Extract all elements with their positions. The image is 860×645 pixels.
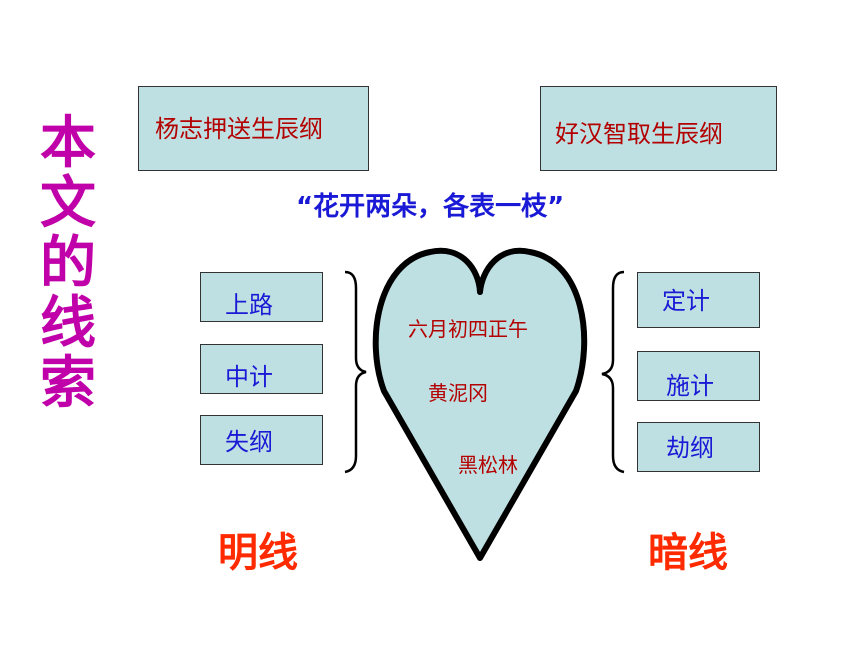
- heart-item: 黄泥冈: [428, 381, 488, 405]
- title-char: 文: [40, 171, 96, 236]
- heart-item: 六月初四正午: [408, 317, 528, 341]
- left-line-label: 明线: [218, 530, 298, 576]
- right-item-label: 施计: [666, 372, 714, 400]
- right-brace: [601, 270, 625, 474]
- left-item-label: 上路: [225, 291, 273, 319]
- title-char: 线: [40, 291, 96, 356]
- left-item-box: 失纲: [200, 415, 323, 465]
- heart-item: 黑松林: [458, 453, 518, 477]
- title-char: 本: [40, 111, 96, 176]
- top-right-box: 好汉智取生辰纲: [540, 86, 777, 171]
- left-item-box: 中计: [200, 344, 323, 394]
- left-item-box: 上路: [200, 272, 323, 322]
- title-char: 索: [40, 351, 96, 416]
- left-item-label: 中计: [225, 363, 273, 391]
- right-item-box: 施计: [637, 351, 760, 401]
- vertical-title: 本 文 的 线 索: [38, 114, 98, 414]
- quote-text: “花开两朵，各表一枝”: [296, 192, 565, 222]
- title-char: 的: [40, 231, 96, 296]
- right-item-box: 定计: [637, 272, 760, 328]
- top-left-box: 杨志押送生辰纲: [138, 86, 369, 171]
- right-item-label: 劫纲: [666, 434, 714, 462]
- heart-shape: [372, 247, 588, 561]
- right-item-label: 定计: [662, 287, 710, 315]
- top-right-box-label: 好汉智取生辰纲: [555, 120, 723, 148]
- left-brace: [344, 270, 367, 474]
- left-item-label: 失纲: [225, 428, 273, 456]
- top-left-box-label: 杨志押送生辰纲: [155, 115, 323, 143]
- right-item-box: 劫纲: [637, 422, 760, 472]
- right-line-label: 暗线: [648, 530, 728, 576]
